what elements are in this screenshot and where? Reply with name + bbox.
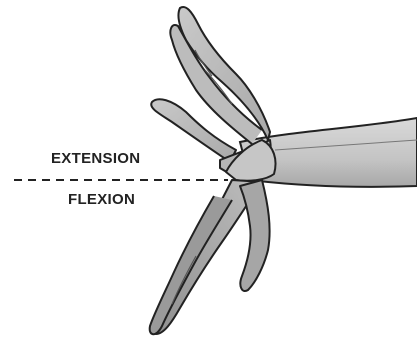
extension-label: EXTENSION — [51, 150, 140, 167]
flexed-hand — [150, 180, 270, 334]
wrist-crease — [226, 140, 276, 181]
flexion-label: FLEXION — [68, 191, 135, 208]
